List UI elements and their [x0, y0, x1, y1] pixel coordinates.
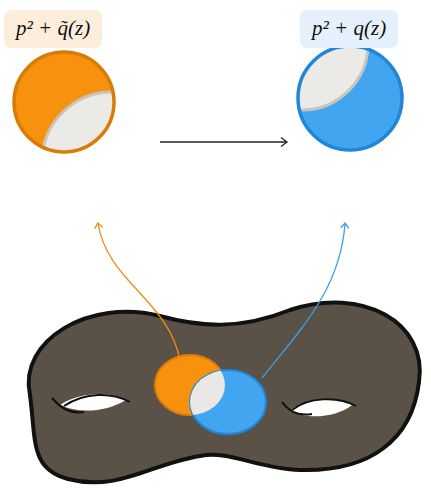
- chart-arrow: [262, 224, 345, 378]
- hole-edge: [282, 399, 356, 414]
- disk-outline: [14, 52, 114, 152]
- transition-arrow: [160, 141, 287, 142]
- blue-patch: [190, 370, 266, 434]
- chart-arrow: [98, 224, 180, 360]
- formula-label: p² + q(z): [300, 10, 398, 48]
- hole-edge: [52, 395, 130, 413]
- chart-disk: p² + q̃(z): [4, 10, 140, 162]
- chart-disk: p² + q(z): [294, 10, 425, 162]
- genus-two-surface: [29, 302, 420, 482]
- disk-outline: [298, 46, 402, 150]
- formula-label: p² + q̃(z): [4, 10, 102, 48]
- overlap-patch: [190, 370, 266, 434]
